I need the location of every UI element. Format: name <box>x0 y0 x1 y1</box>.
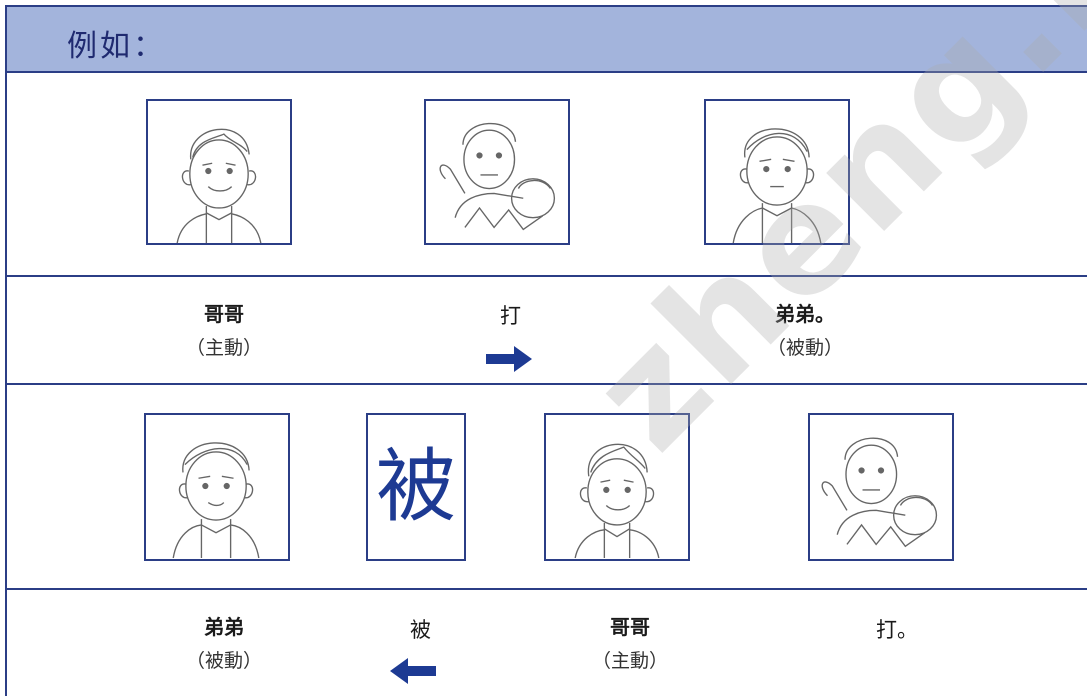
header-title: 例如： <box>67 29 166 64</box>
object-role: （被動） <box>766 337 843 359</box>
brother-hitting-picture <box>424 99 570 245</box>
agent-word: 哥哥 <box>610 615 650 639</box>
verb-hit-period: 打。 <box>876 618 918 642</box>
passive-marker-word: 被 <box>410 618 431 642</box>
subject-role: （被動） <box>185 650 262 672</box>
row-divider <box>7 588 1087 590</box>
passive-marker-card: 被 <box>366 413 466 561</box>
younger-brother-picture <box>144 413 290 561</box>
older-brother-picture <box>146 99 292 245</box>
page-frame <box>5 5 1087 696</box>
verb-hit: 打 <box>500 304 521 328</box>
subject-younger-brother: 弟弟 （被動） <box>174 610 274 678</box>
older-brother-picture <box>544 413 690 561</box>
object-word: 弟弟。 <box>775 302 835 326</box>
example-header: 例如： <box>7 7 1087 73</box>
row-divider <box>7 275 1087 277</box>
agent-older-brother: 哥哥 （主動） <box>580 610 680 678</box>
passive-marker-char: 被 <box>376 440 456 533</box>
subject-older-brother: 哥哥 （主動） <box>174 297 274 365</box>
arrow-right-icon <box>486 346 532 372</box>
arrow-left-icon <box>390 658 436 684</box>
subject-word: 弟弟 <box>204 615 244 639</box>
subject-role: （主動） <box>185 337 262 359</box>
object-younger-brother: 弟弟。 （被動） <box>750 297 860 365</box>
brother-hitting-picture <box>808 413 954 561</box>
younger-brother-picture <box>704 99 850 245</box>
subject-word: 哥哥 <box>204 302 244 326</box>
agent-role: （主動） <box>591 650 668 672</box>
row-divider <box>7 383 1087 385</box>
